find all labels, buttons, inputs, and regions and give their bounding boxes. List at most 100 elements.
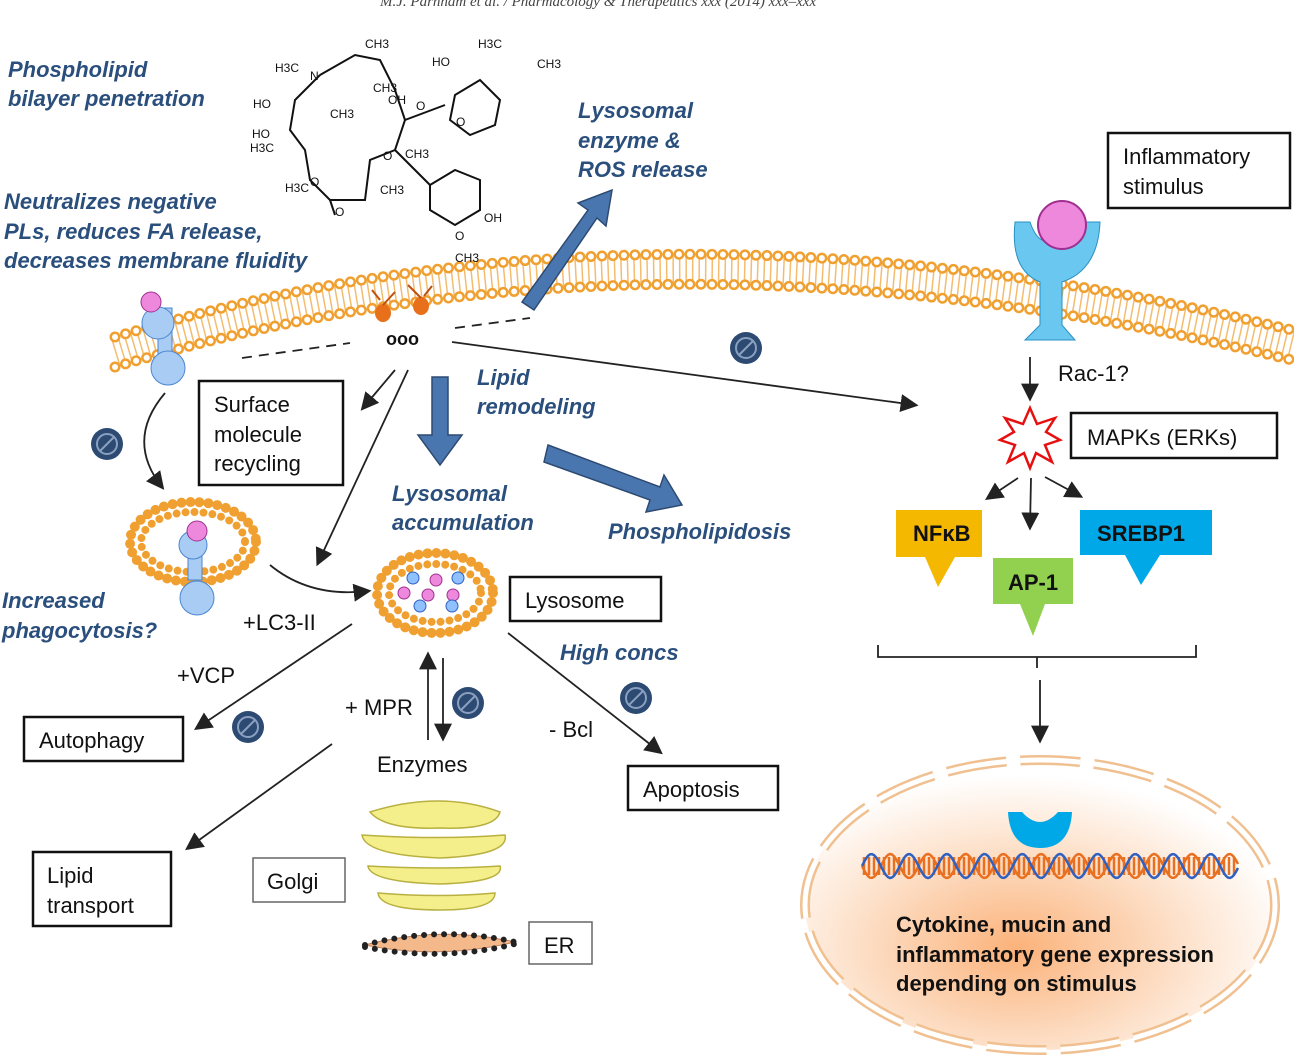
blue-arrows [416, 188, 684, 513]
page-header: M.J. Parnham et al. / Pharmacology & The… [379, 0, 816, 10]
svg-text:H3C: H3C [275, 61, 299, 75]
tf-srebp1: SREBP1 [1080, 510, 1212, 585]
svg-text:CH3: CH3 [373, 81, 397, 95]
svg-text:Lipid: Lipid [47, 863, 93, 888]
box-autophagy: Autophagy [22, 715, 185, 763]
svg-text:H3C: H3C [285, 181, 309, 195]
box-surface-molecule: Surface molecule recycling [197, 379, 345, 487]
nucleus-text: inflammatory gene expression [896, 942, 1214, 967]
label-phagocytosis: phagocytosis? [1, 618, 157, 643]
svg-text:Lysosome: Lysosome [525, 588, 624, 613]
box-inflammatory-stimulus: Inflammatory stimulus [1106, 131, 1292, 210]
label-lysosomal-enzyme: enzyme & [578, 128, 681, 153]
svg-text:CH3: CH3 [537, 57, 561, 71]
svg-text:recycling: recycling [214, 451, 301, 476]
nucleus [800, 755, 1280, 1055]
svg-text:N: N [310, 69, 319, 83]
endoplasmic-reticulum [362, 931, 518, 957]
tf-nfkb: NFκB [896, 510, 982, 587]
label-lysosomal-accumulation: Lysosomal [392, 481, 508, 506]
dna-helix [860, 852, 1240, 880]
label-bcl: - Bcl [549, 717, 593, 742]
box-mapks: MAPKs (ERKs) [1069, 411, 1279, 460]
svg-text:MAPKs (ERKs): MAPKs (ERKs) [1087, 425, 1237, 450]
box-er: ER [528, 921, 593, 965]
svg-text:H3C: H3C [478, 37, 502, 51]
tf-shape [896, 510, 982, 587]
label-lipid-remodeling: Lipid [477, 365, 530, 390]
svg-text:O: O [455, 229, 464, 243]
inhibition-icon [451, 686, 485, 720]
label-phospholipidosis: Phospholipidosis [608, 519, 791, 544]
lysosome [372, 548, 498, 638]
svg-text:Golgi: Golgi [267, 869, 318, 894]
label-lysosomal-accumulation: accumulation [392, 510, 534, 535]
tf-ap1: AP-1 [993, 558, 1073, 636]
svg-text:SREBP1: SREBP1 [1097, 521, 1185, 546]
label-vcp: +VCP [177, 663, 235, 688]
box-golgi: Golgi [252, 857, 346, 903]
label-lysosomal-enzyme: Lysosomal [578, 98, 694, 123]
inhibition-icon [729, 331, 763, 365]
label-neutralizes: Neutralizes negative [4, 189, 217, 214]
cell-membrane [109, 248, 1294, 373]
inhibition-icon [90, 427, 124, 461]
label-enzymes: Enzymes [377, 752, 467, 777]
pathway-arrows [143, 317, 1197, 851]
svg-text:Inflammatory: Inflammatory [1123, 144, 1250, 169]
label-phospholipid: bilayer penetration [8, 86, 205, 111]
label-mpr: + MPR [345, 695, 413, 720]
svg-text:transport: transport [47, 893, 134, 918]
svg-text:HO: HO [253, 97, 271, 111]
inhibition-icon [231, 710, 265, 744]
kinase-starburst-icon [996, 404, 1064, 472]
golgi-apparatus [361, 800, 506, 911]
label-lysosomal-enzyme: ROS release [578, 157, 708, 182]
svg-text:O: O [383, 149, 392, 163]
svg-text:HO: HO [252, 127, 270, 141]
nucleus-text: depending on stimulus [896, 971, 1137, 996]
label-phagocytosis: Increased [2, 588, 105, 613]
box-lysosome: Lysosome [508, 575, 663, 623]
box-apoptosis: Apoptosis [626, 764, 780, 812]
label-phospholipid: Phospholipid [8, 57, 148, 82]
inflammatory-receptor [1013, 200, 1101, 341]
inhibition-icon [619, 681, 653, 715]
svg-text:AP-1: AP-1 [1008, 570, 1058, 595]
svg-text:O: O [310, 175, 319, 189]
svg-text:ooo: ooo [386, 329, 419, 349]
nucleus-text: Cytokine, mucin and [896, 912, 1111, 937]
phagosome [125, 497, 261, 616]
svg-text:ER: ER [544, 933, 575, 958]
label-rac1: Rac-1? [1058, 361, 1129, 386]
macrolide-structure [288, 53, 502, 227]
label-neutralizes: decreases membrane fluidity [4, 248, 309, 273]
svg-text:O: O [335, 205, 344, 219]
svg-text:OH: OH [388, 93, 406, 107]
svg-text:CH3: CH3 [380, 183, 404, 197]
svg-text:stimulus: stimulus [1123, 174, 1204, 199]
svg-text:Apoptosis: Apoptosis [643, 777, 740, 802]
svg-text:NFκB: NFκB [913, 521, 970, 546]
svg-text:Surface: Surface [214, 392, 290, 417]
box-lipid-transport: Lipid transport [31, 850, 173, 928]
structure-labels: H3C CH3 HO H3C N CH3 HO CH3 OH O HO H3C … [250, 37, 561, 265]
svg-text:CH3: CH3 [455, 251, 479, 265]
svg-text:O: O [416, 99, 425, 113]
svg-text:Autophagy: Autophagy [39, 728, 144, 753]
label-lc3: +LC3-II [243, 610, 316, 635]
label-high-concs: High concs [560, 640, 679, 665]
label-neutralizes: PLs, reduces FA release, [4, 219, 262, 244]
surface-receptor [140, 291, 186, 386]
svg-text:OH: OH [484, 211, 502, 225]
svg-text:CH3: CH3 [405, 147, 429, 161]
drug-molecule: ooo [371, 284, 433, 349]
label-lipid-remodeling: remodeling [477, 394, 596, 419]
svg-text:O: O [456, 115, 465, 129]
svg-text:molecule: molecule [214, 422, 302, 447]
svg-text:HO: HO [432, 55, 450, 69]
svg-text:CH3: CH3 [330, 107, 354, 121]
svg-text:CH3: CH3 [365, 37, 389, 51]
svg-text:H3C: H3C [250, 141, 274, 155]
